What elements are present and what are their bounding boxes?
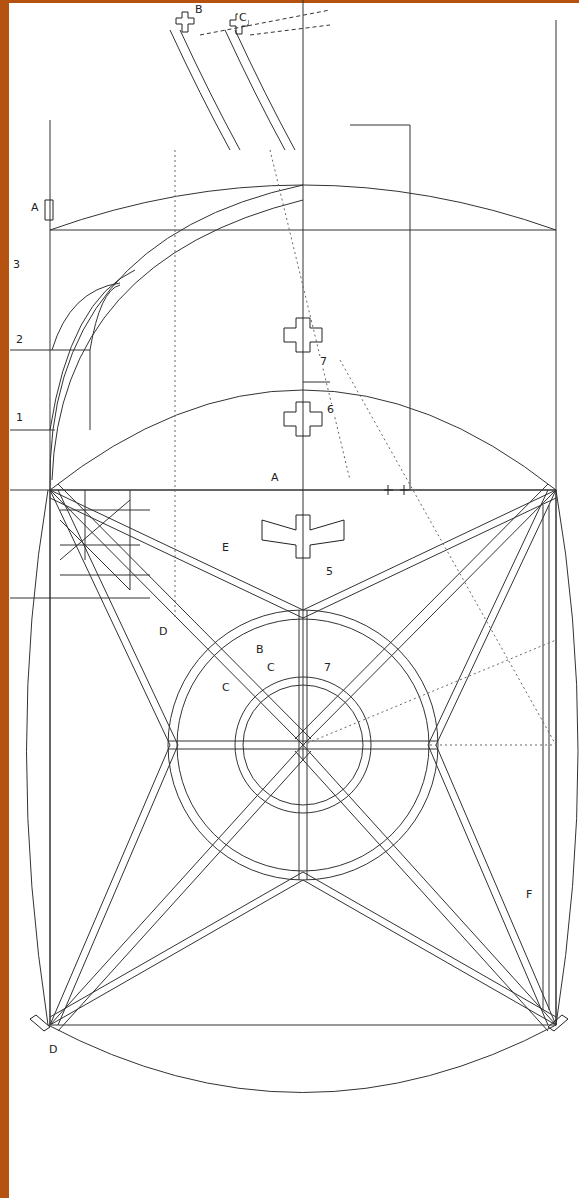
callout-label: 2 [15, 334, 24, 346]
frame-bar [0, 0, 579, 3]
callout-label: F [525, 889, 533, 901]
callout-label: A [30, 202, 40, 214]
callout-label: B [194, 4, 204, 16]
callout-label: 3 [12, 259, 21, 271]
callout-label: E [221, 542, 230, 554]
callout-label: 6 [326, 404, 335, 416]
callout-label: 1 [15, 412, 24, 424]
callout-label: B [255, 644, 265, 656]
callout-label: 5 [325, 566, 334, 578]
callout-label: 7 [319, 356, 328, 368]
callout-label: C [221, 682, 231, 694]
callout-label: D [48, 1044, 58, 1056]
frame-bar [0, 0, 9, 1198]
callout-label: A [270, 472, 280, 484]
callout-label: 7 [323, 662, 332, 674]
callout-label: C [238, 12, 248, 24]
callout-label: C [266, 662, 276, 674]
callout-label: D [158, 626, 168, 638]
